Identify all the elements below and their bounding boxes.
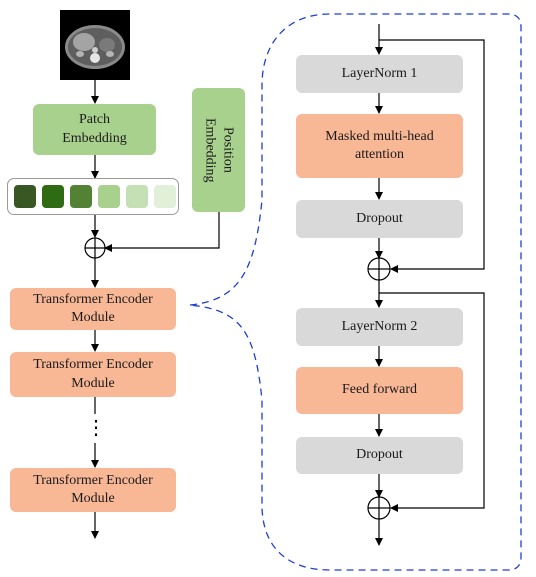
dropout-2-box: Dropout [296, 437, 463, 474]
patch-1 [14, 185, 36, 208]
ct-scan-illustration [65, 25, 125, 69]
patch-4 [98, 185, 120, 208]
transformer-encoder-module-3: Transformer Encoder Module [10, 468, 176, 512]
right-add-node-2 [367, 496, 391, 520]
right-add-node-1 [367, 257, 391, 281]
ellipsis: ⋮ [86, 417, 106, 439]
ct-scan-image [60, 10, 130, 80]
patch-2 [42, 185, 64, 208]
patch-6 [154, 185, 176, 208]
layernorm-1-box: LayerNorm 1 [296, 55, 463, 93]
position-embedding-box: Position Embedding [192, 88, 245, 212]
patch-5 [126, 185, 148, 208]
transformer-encoder-module-1: Transformer Encoder Module [10, 288, 176, 330]
patch-3 [70, 185, 92, 208]
feed-forward-box: Feed forward [296, 367, 463, 414]
masked-attention-box: Masked multi-head attention [296, 114, 463, 178]
patch-embedding-box: Patch Embedding [33, 104, 156, 155]
layernorm-2-box: LayerNorm 2 [296, 308, 463, 346]
transformer-encoder-module-2: Transformer Encoder Module [10, 352, 176, 397]
dropout-1-box: Dropout [296, 200, 463, 238]
encoder-detail-dashed-outline [189, 13, 522, 571]
left-add-node [84, 237, 106, 259]
patch-sequence [7, 178, 179, 215]
